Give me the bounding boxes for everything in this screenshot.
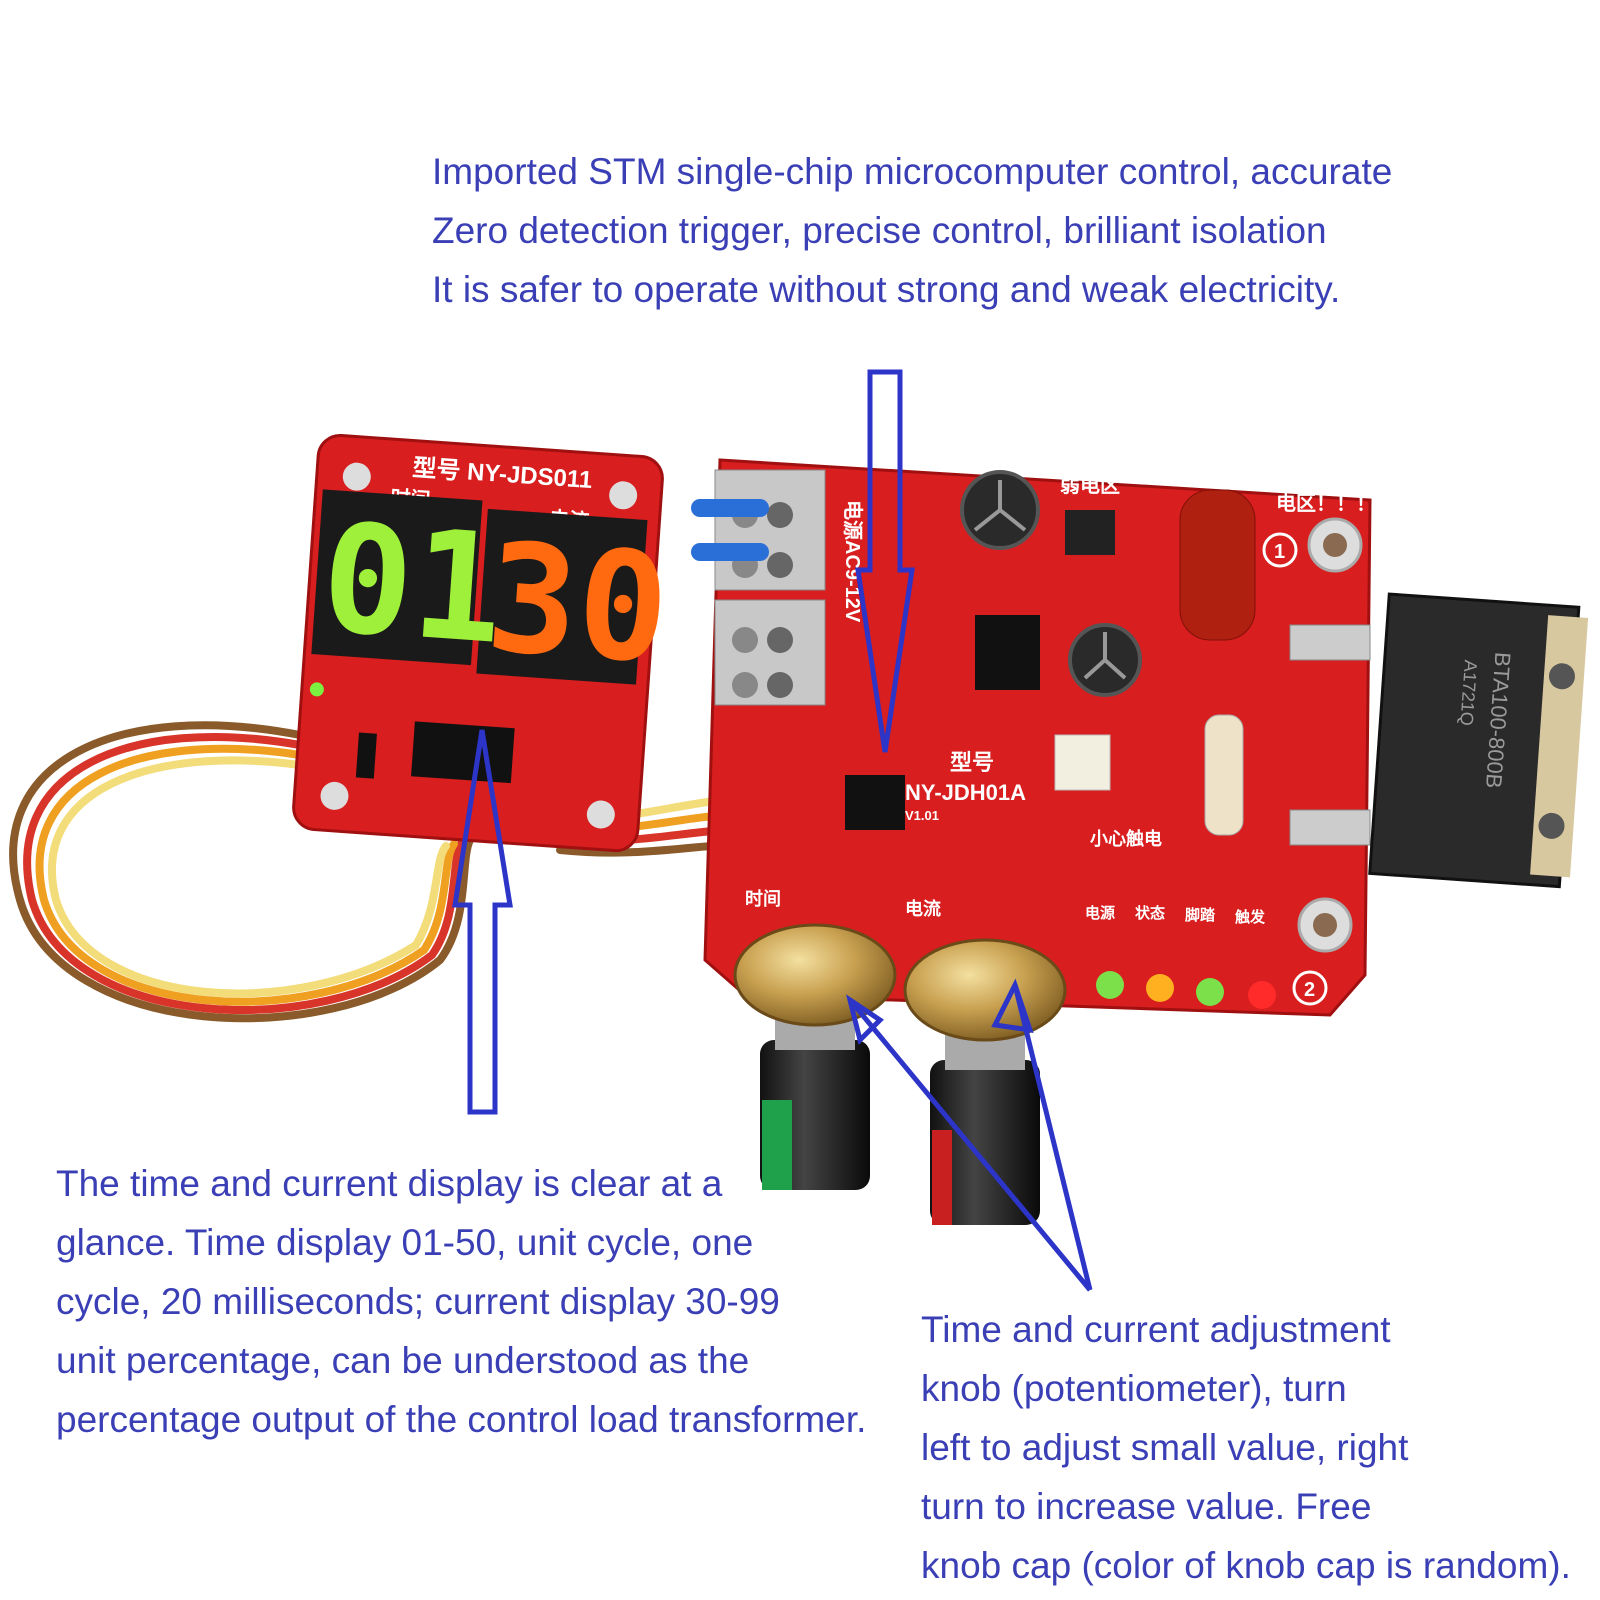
- top-caption-line: It is safer to operate without strong an…: [432, 269, 1341, 310]
- led-status: [1146, 974, 1174, 1002]
- top-down-arrow: [855, 369, 915, 753]
- chip-u2: [975, 615, 1040, 690]
- terminal-1-label: 1: [1274, 541, 1285, 563]
- power-resistor: [1204, 714, 1244, 836]
- left-caption: The time and current display is clear at…: [56, 1154, 866, 1449]
- main-board: 电源AC9-12V 弱电区 电区！！！ 型号 NY-JDH01A V1.01 小…: [691, 458, 1376, 1017]
- thyristor-module: BTA100-800B A1721Q: [1368, 592, 1589, 889]
- film-capacitor: [1179, 489, 1256, 641]
- knob-pointer-arrows: [846, 978, 1093, 1292]
- left-caption-line: glance. Time display 01-50, unit cycle, …: [56, 1222, 754, 1263]
- top-caption-line: Zero detection trigger, precise control,…: [432, 210, 1327, 251]
- power-input-label: 电源AC9-12V: [841, 500, 864, 623]
- time-value: 01: [317, 492, 509, 678]
- led-pedal: [1196, 978, 1224, 1006]
- left-caption-line: percentage output of the control load tr…: [56, 1399, 867, 1440]
- led-power: [1096, 971, 1124, 999]
- module-batch-code: A1721Q: [1456, 659, 1481, 726]
- led-label-pedal: 脚踏: [1185, 906, 1216, 924]
- right-caption-line: left to adjust small value, right: [921, 1427, 1409, 1468]
- right-caption: Time and current adjustment knob (potent…: [921, 1300, 1571, 1595]
- led-label-power: 电源: [1085, 904, 1115, 922]
- led-label-status: 状态: [1135, 904, 1165, 922]
- weak-zone-label: 弱电区: [1060, 474, 1120, 497]
- right-caption-line: knob cap (color of knob cap is random).: [921, 1545, 1571, 1586]
- time-seven-segment: [311, 489, 483, 666]
- right-caption-line: turn to increase value. Free: [921, 1486, 1372, 1527]
- top-caption-line: Imported STM single-chip microcomputer c…: [432, 151, 1393, 192]
- right-caption-line: knob (potentiometer), turn: [921, 1368, 1347, 1409]
- left-caption-line: cycle, 20 milliseconds; current display …: [56, 1281, 780, 1322]
- display-chip: [411, 721, 515, 784]
- current-seven-segment: [476, 508, 648, 685]
- right-caption-line: Time and current adjustment: [921, 1309, 1391, 1350]
- time-knob-label: 时间: [745, 889, 781, 909]
- top-caption: Imported STM single-chip microcomputer c…: [432, 142, 1392, 319]
- main-model-prefix: 型号: [950, 750, 994, 775]
- main-model-label: NY-JDH01A: [905, 780, 1026, 805]
- led-trigger: [1248, 981, 1276, 1009]
- terminal-2-label: 2: [1304, 979, 1315, 1001]
- display-board: 型号 NY-JDS011 时间 电流 01 30: [292, 433, 674, 853]
- left-caption-line: unit percentage, can be understood as th…: [56, 1340, 750, 1381]
- strong-zone-label: 电区！！！: [1276, 492, 1376, 515]
- current-value: 30: [482, 511, 674, 697]
- microcontroller-chip: [845, 775, 905, 830]
- time-potentiometer: [733, 923, 897, 1190]
- caution-label: 小心触电: [1090, 828, 1162, 849]
- left-caption-line: The time and current display is clear at…: [56, 1163, 723, 1204]
- version-label: V1.01: [905, 808, 939, 823]
- up-pointing-arrow: [452, 729, 513, 1115]
- optocoupler: [1054, 734, 1111, 791]
- led-label-trigger: 触发: [1235, 908, 1266, 926]
- current-knob-label: 电流: [905, 898, 941, 919]
